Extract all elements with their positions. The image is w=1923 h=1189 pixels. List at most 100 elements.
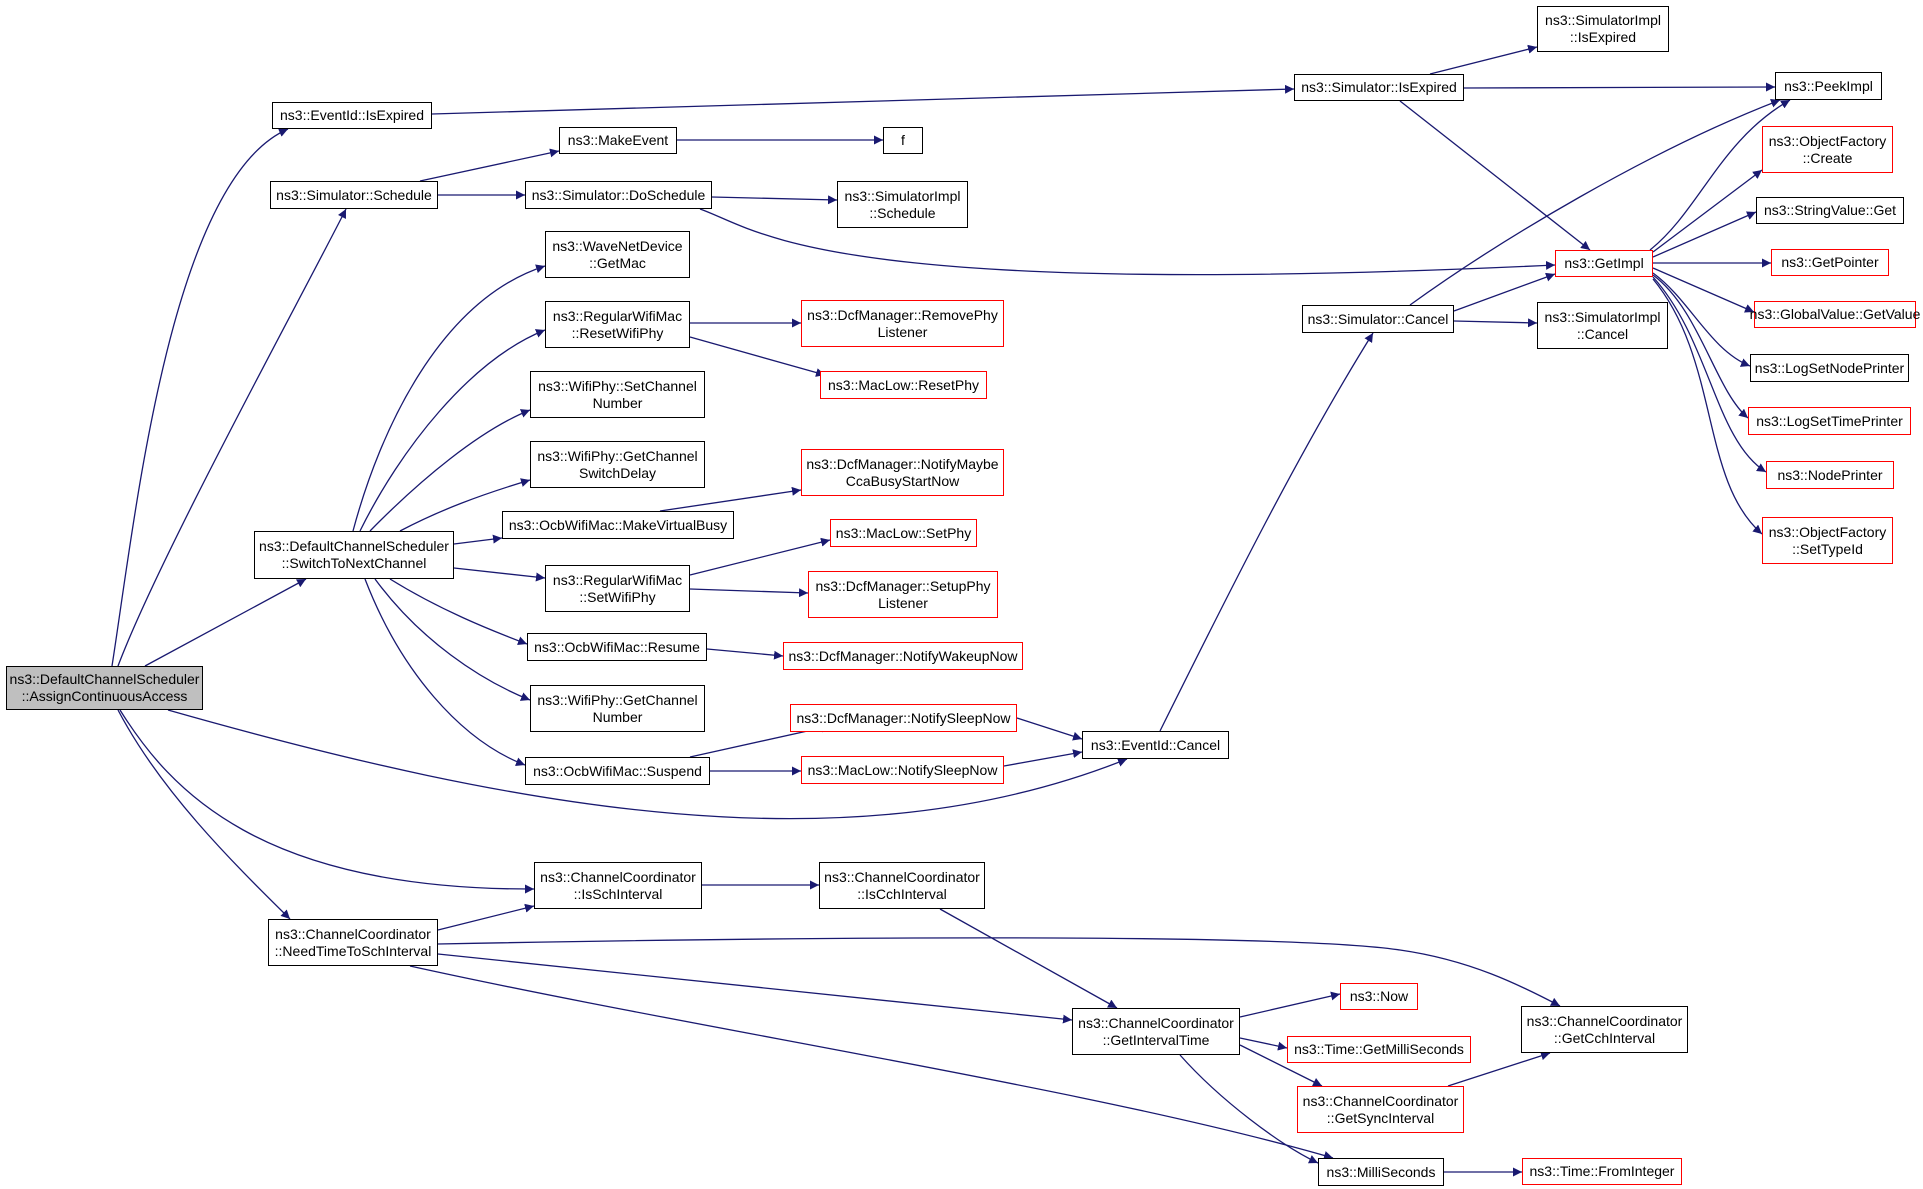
node-peekimpl[interactable]: ns3::PeekImpl bbox=[1775, 72, 1882, 100]
node-label-line: ::GetCchInterval bbox=[1553, 1029, 1656, 1046]
node-label-line: ::SetTypeId bbox=[1792, 540, 1863, 557]
node-iscchint[interactable]: ns3::ChannelCoordinator::IsCchInterval bbox=[819, 862, 985, 909]
edge-simcancel-to-implcancel bbox=[1453, 318, 1538, 328]
edge-getimpl-to-lognode bbox=[1652, 272, 1751, 367]
edge-setwifi-to-setupphy bbox=[689, 588, 809, 598]
node-isexp[interactable]: ns3::EventId::IsExpired bbox=[272, 102, 432, 129]
edge-switch-to-getmac bbox=[352, 264, 546, 532]
node-ofcreate[interactable]: ns3::ObjectFactory::Create bbox=[1762, 126, 1893, 173]
node-simisexp[interactable]: ns3::Simulator::IsExpired bbox=[1294, 74, 1464, 101]
node-label-line: ns3::StringValue::Get bbox=[1763, 202, 1897, 218]
node-label-line: ::SetWifiPhy bbox=[579, 588, 656, 605]
node-sched[interactable]: ns3::Simulator::Schedule bbox=[270, 181, 438, 209]
node-setwifi[interactable]: ns3::RegularWifiMac::SetWifiPhy bbox=[545, 565, 690, 612]
edge-root-to-needtime bbox=[117, 709, 291, 920]
node-simschedimpl[interactable]: ns3::SimulatorImpl::Schedule bbox=[837, 181, 968, 228]
node-logtime[interactable]: ns3::LogSetTimePrinter bbox=[1748, 407, 1911, 435]
edge-root-to-isschint bbox=[119, 709, 535, 894]
node-label-line: Listener bbox=[877, 323, 928, 340]
edge-simisexp-to-implisexp bbox=[1429, 44, 1538, 75]
node-macsleep[interactable]: ns3::MacLow::NotifySleepNow bbox=[801, 756, 1004, 784]
node-resetphy[interactable]: ns3::MacLow::ResetPhy bbox=[820, 371, 987, 399]
node-label-line: ns3::MacLow::NotifySleepNow bbox=[807, 761, 998, 778]
node-label-line: ns3::Simulator::IsExpired bbox=[1301, 79, 1457, 95]
node-label-line: ::GetSyncInterval bbox=[1326, 1109, 1435, 1126]
edge-dcfsleep-to-evcancel bbox=[1016, 717, 1083, 741]
node-label-line: ns3::DefaultChannelScheduler bbox=[9, 671, 200, 687]
node-getmac[interactable]: ns3::WaveNetDevice::GetMac bbox=[545, 231, 690, 278]
node-dosched[interactable]: ns3::Simulator::DoSchedule bbox=[525, 181, 712, 209]
edge-getimpl-to-peekimpl bbox=[1649, 99, 1791, 251]
edge-root-to-sched bbox=[117, 208, 347, 667]
node-label-line: ns3::OcbWifiMac::Resume bbox=[534, 638, 700, 655]
edge-makevb-to-notifycca bbox=[659, 486, 802, 512]
node-getsync[interactable]: ns3::ChannelCoordinator::GetSyncInterval bbox=[1297, 1086, 1464, 1133]
node-label-line: ns3::ChannelCoordinator bbox=[1526, 1012, 1683, 1029]
node-label-line: ns3::DcfManager::RemovePhy bbox=[807, 306, 998, 323]
node-getimpl[interactable]: ns3::GetImpl bbox=[1555, 250, 1653, 277]
edge-sched-to-makeevent bbox=[419, 148, 560, 182]
node-ofsettype[interactable]: ns3::ObjectFactory::SetTypeId bbox=[1762, 517, 1893, 564]
edge-getimpl-to-nodeprinter bbox=[1652, 276, 1767, 473]
node-dcfsleep[interactable]: ns3::DcfManager::NotifySleepNow bbox=[790, 704, 1017, 732]
node-ms[interactable]: ns3::MilliSeconds bbox=[1318, 1158, 1444, 1186]
node-simcancel[interactable]: ns3::Simulator::Cancel bbox=[1302, 305, 1454, 333]
node-getms[interactable]: ns3::Time::GetMilliSeconds bbox=[1287, 1036, 1471, 1063]
node-label-line: ns3::DcfManager::NotifyWakeupNow bbox=[788, 647, 1018, 664]
node-getcch[interactable]: ns3::ChannelCoordinator::GetCchInterval bbox=[1521, 1006, 1688, 1053]
edge-switch-to-suspend bbox=[364, 578, 526, 766]
edge-switch-to-getchan bbox=[374, 578, 531, 701]
node-wakeup[interactable]: ns3::DcfManager::NotifyWakeupNow bbox=[783, 642, 1023, 670]
node-isschint[interactable]: ns3::ChannelCoordinator::IsSchInterval bbox=[534, 862, 702, 909]
edge-getinttime-to-ms bbox=[1179, 1054, 1319, 1164]
node-fromint[interactable]: ns3::Time::FromInteger bbox=[1522, 1158, 1682, 1185]
node-label-line: ns3::LogSetNodePrinter bbox=[1754, 359, 1905, 376]
node-implisexp[interactable]: ns3::SimulatorImpl::IsExpired bbox=[1537, 6, 1669, 52]
node-label-line: ns3::EventId::IsExpired bbox=[280, 107, 424, 123]
node-resume[interactable]: ns3::OcbWifiMac::Resume bbox=[527, 633, 707, 661]
node-label-line: ns3::MilliSeconds bbox=[1326, 1163, 1436, 1180]
node-svget[interactable]: ns3::StringValue::Get bbox=[1756, 197, 1904, 224]
edge-getimpl-to-ofsettype bbox=[1652, 278, 1763, 535]
edge-getsync-to-getcch bbox=[1447, 1051, 1551, 1087]
edge-getinttime-to-getsync bbox=[1239, 1044, 1323, 1087]
node-getinttime[interactable]: ns3::ChannelCoordinator::GetIntervalTime bbox=[1072, 1008, 1240, 1055]
edge-switch-to-setchan bbox=[369, 409, 531, 532]
node-label-line: ns3::MacLow::SetPhy bbox=[835, 524, 972, 541]
node-needtime[interactable]: ns3::ChannelCoordinator::NeedTimeToSchIn… bbox=[268, 919, 438, 966]
node-setphy[interactable]: ns3::MacLow::SetPhy bbox=[830, 519, 977, 547]
node-resetwifi[interactable]: ns3::RegularWifiMac::ResetWifiPhy bbox=[545, 301, 690, 348]
node-switch[interactable]: ns3::DefaultChannelScheduler::SwitchToNe… bbox=[254, 531, 454, 579]
node-makeevent[interactable]: ns3::MakeEvent bbox=[559, 127, 677, 154]
node-lognode[interactable]: ns3::LogSetNodePrinter bbox=[1750, 354, 1909, 382]
node-label-line: ns3::RegularWifiMac bbox=[552, 571, 683, 588]
edge-iscchint-to-getinttime bbox=[939, 908, 1118, 1009]
node-label-line: ns3::ChannelCoordinator bbox=[540, 868, 696, 885]
node-gvget[interactable]: ns3::GlobalValue::GetValue bbox=[1750, 301, 1920, 328]
node-now[interactable]: ns3::Now bbox=[1340, 983, 1418, 1010]
node-label-line: ::IsSchInterval bbox=[573, 885, 663, 902]
node-label-line: ns3::ChannelCoordinator bbox=[275, 925, 431, 942]
edge-needtime-to-getinttime bbox=[437, 953, 1073, 1024]
edge-simisexp-to-getimpl bbox=[1399, 100, 1591, 251]
edge-dosched-to-simschedimpl bbox=[711, 195, 838, 205]
node-f[interactable]: f bbox=[883, 127, 923, 154]
node-suspend[interactable]: ns3::OcbWifiMac::Suspend bbox=[525, 757, 710, 785]
edge-needtime-to-getcch bbox=[437, 937, 1561, 1007]
node-nodeprinter[interactable]: ns3::NodePrinter bbox=[1766, 461, 1894, 489]
edge-isexp-to-simisexp bbox=[431, 84, 1295, 115]
node-label-line: ns3::SimulatorImpl bbox=[1545, 12, 1661, 28]
node-makevb[interactable]: ns3::OcbWifiMac::MakeVirtualBusy bbox=[502, 511, 734, 539]
node-implcancel[interactable]: ns3::SimulatorImpl::Cancel bbox=[1537, 302, 1668, 349]
node-label-line: ::ResetWifiPhy bbox=[571, 324, 664, 341]
node-evcancel[interactable]: ns3::EventId::Cancel bbox=[1082, 731, 1229, 759]
node-getptr[interactable]: ns3::GetPointer bbox=[1771, 249, 1889, 276]
edge-switch-to-resume bbox=[389, 578, 528, 646]
node-label-line: ::AssignContinuousAccess bbox=[21, 688, 188, 704]
